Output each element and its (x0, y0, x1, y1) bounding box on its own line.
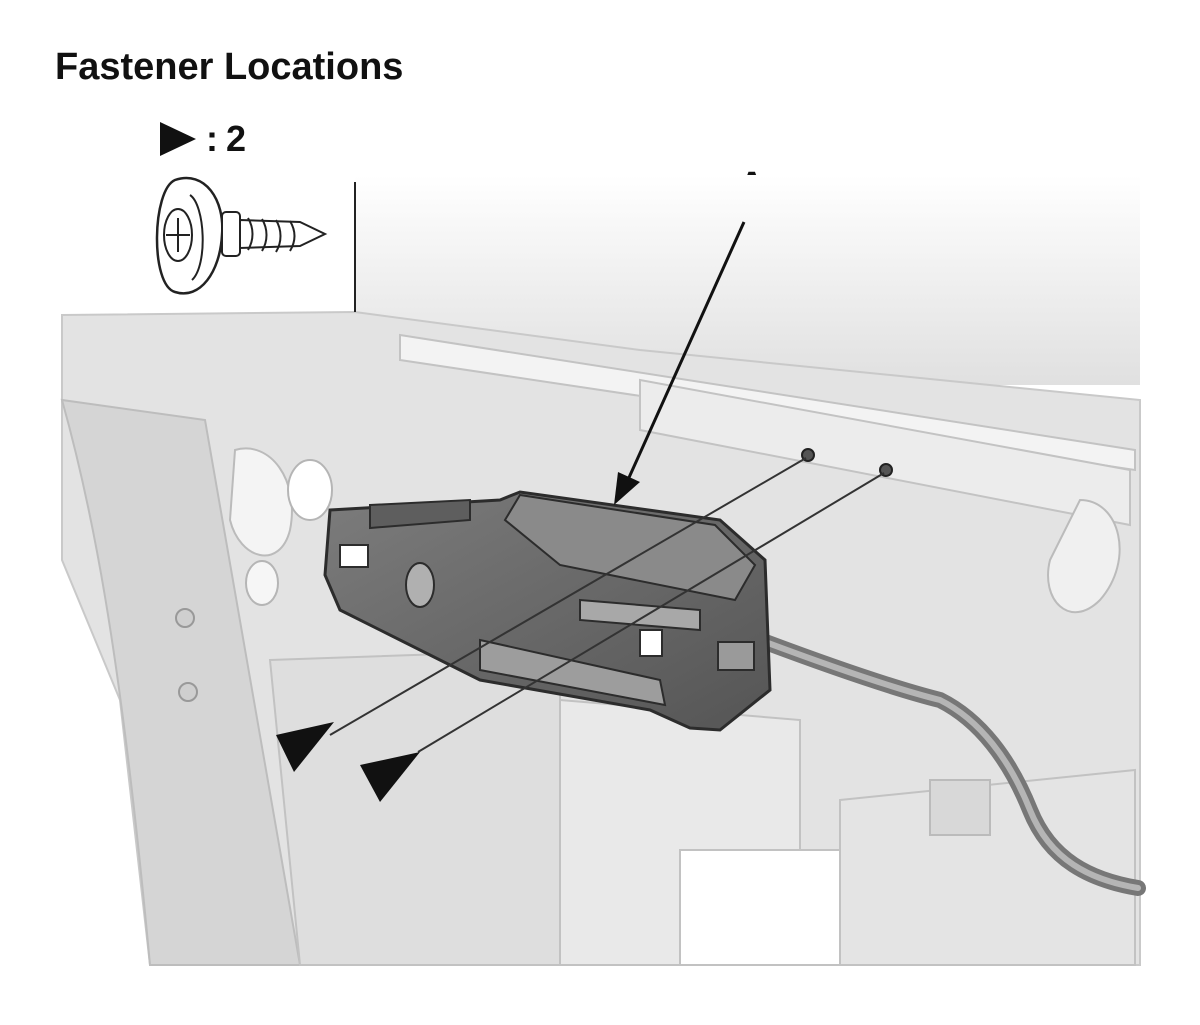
fastener-marker-1 (276, 722, 334, 772)
triangle-marker-icon (160, 122, 196, 156)
fastener-marker-2 (360, 752, 420, 802)
fastener-guide-line-2 (417, 472, 885, 753)
legend-count: 2 (226, 118, 247, 159)
fastener-guide-line-1 (329, 457, 807, 736)
callout-arrow-line (625, 221, 746, 483)
legend-separator: : (206, 118, 218, 159)
page-title: Fastener Locations (55, 46, 404, 88)
door-handle-part-a (323, 490, 772, 732)
screw-icon (155, 176, 356, 312)
fastener-legend: : 2 (160, 118, 246, 160)
callout-arrowhead (614, 472, 640, 505)
